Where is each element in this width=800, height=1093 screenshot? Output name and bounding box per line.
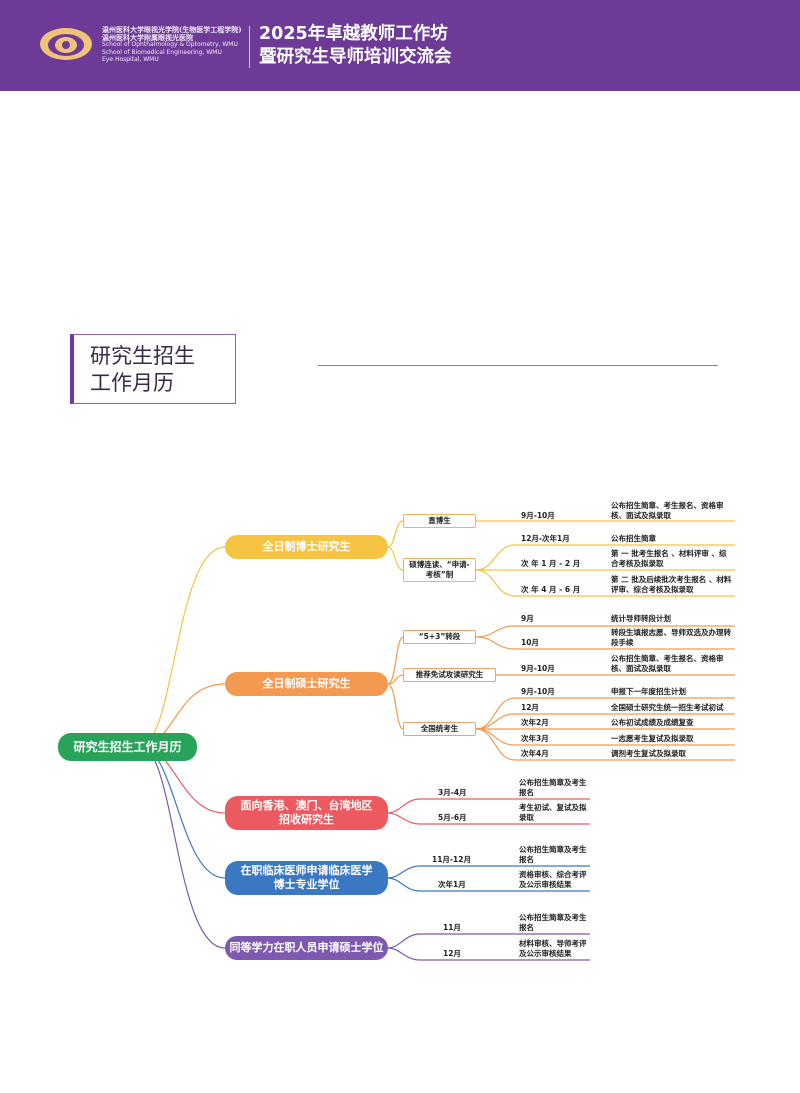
branch-equivalent-education: 同等学力在职人员申请硕士学位	[225, 936, 388, 960]
item-desc: 第 二 批及后续批次考生报名 、材料评审、综合考核及拟录取	[611, 575, 732, 594]
event-title: 2025年卓越教师工作坊 暨研究生导师培训交流会	[259, 23, 452, 69]
section-title-line-2: 工作月历	[90, 371, 174, 395]
item-time: 9月-10月	[521, 687, 555, 696]
mindmap-root: 研究生招生工作月历	[58, 733, 197, 761]
school-name-en-3: Eye Hospital, WMU	[102, 56, 159, 63]
item-desc: 申报下一年度招生计划	[611, 687, 686, 696]
branch-master-fulltime: 全日制硕士研究生	[225, 672, 388, 696]
item-desc: 材料审核、导师考评及公示审核结果	[519, 939, 587, 958]
item-desc: 公布初试成绩及成绩复查	[611, 718, 694, 727]
school-logo	[40, 28, 92, 60]
item-desc: 全国硕士研究生统一招生考试初试	[611, 703, 724, 712]
item-desc: 公布招生简章及考生报名	[519, 778, 587, 797]
item-time: 3月-4月	[438, 788, 467, 797]
item-time: 12月-次年1月	[521, 534, 570, 543]
school-name-en-1: School of Ophthalmology & Optometry, WMU	[102, 41, 238, 48]
sub-master-phd-application: 硕博连读、“申请-考核”制	[403, 558, 476, 582]
item-time: 次年2月	[521, 718, 549, 727]
event-title-line-2: 暨研究生导师培训交流会	[259, 47, 452, 67]
item-time: 5月-6月	[438, 813, 467, 822]
section-title-line-1: 研究生招生	[90, 344, 195, 368]
sub-5plus3-transfer: “5+3”转段	[403, 630, 476, 644]
item-time: 次 年 4 月 - 6 月	[521, 585, 581, 594]
section-title-box: 研究生招生 工作月历	[70, 334, 236, 404]
branch-phd-fulltime: 全日制博士研究生	[225, 535, 388, 559]
school-name-cn-1: 温州医科大学眼视光学院(生物医学工程学院)	[102, 25, 242, 34]
branch-clinical-doctorate: 在职临床医师申请临床医学博士专业学位	[225, 861, 388, 895]
section-rule	[318, 365, 718, 366]
event-title-line-1: 2025年卓越教师工作坊	[259, 24, 448, 44]
item-time: 9月	[521, 614, 534, 623]
item-desc: 公布招生简章、考生报名、资格审核、面试及拟录取	[611, 654, 724, 673]
item-desc: 考生初试、复试及拟录取	[519, 803, 587, 822]
school-name-cn-2: 温州医科大学附属眼视光医院	[102, 32, 193, 42]
item-time: 10月	[521, 638, 539, 647]
item-time: 9月-10月	[521, 511, 555, 520]
item-desc: 公布招生简章及考生报名	[519, 845, 587, 864]
header-divider	[249, 26, 250, 68]
item-desc: 公布招生简章、考生报名、资格审核、面试及拟录取	[611, 501, 724, 520]
item-desc: 统计导师转段计划	[611, 614, 671, 623]
item-time: 12月	[521, 703, 539, 712]
branch-hk-macao-taiwan: 面向香港、澳门、台湾地区招收研究生	[225, 796, 388, 830]
item-time: 11月	[443, 923, 461, 932]
item-time: 12月	[443, 949, 461, 958]
school-name: 温州医科大学眼视光学院(生物医学工程学院) 温州医科大学附属眼视光医院 Scho…	[102, 26, 242, 64]
school-name-en-2: School of Biomedical Engineering, WMU	[102, 48, 222, 56]
item-desc: 资格审核、综合考评及公示审核结果	[519, 870, 587, 889]
item-time: 次年3月	[521, 734, 549, 743]
item-time: 次 年 1 月 - 2 月	[521, 559, 581, 568]
sub-national-exam: 全国统考生	[403, 722, 476, 736]
sub-direct-phd: 直博生	[403, 514, 476, 528]
item-desc: 公布招生简章及考生报名	[519, 913, 587, 932]
item-time: 次年4月	[521, 749, 549, 758]
item-desc: 一志愿考生复试及拟录取	[611, 734, 694, 743]
item-desc: 调剂考生复试及拟录取	[611, 749, 686, 758]
sub-recommended-exempt: 推荐免试攻读研究生	[403, 668, 496, 682]
header-banner: 温州医科大学眼视光学院(生物医学工程学院) 温州医科大学附属眼视光医院 Scho…	[0, 0, 800, 91]
item-time: 次年1月	[438, 880, 466, 889]
item-time: 11月-12月	[432, 855, 471, 864]
item-desc: 转段生填报志愿、导师双选及办理转段手续	[611, 628, 731, 647]
item-desc: 第 一 批考生报名 、材料评审 、综合考核及拟录取	[611, 549, 727, 568]
item-time: 9月-10月	[521, 664, 555, 673]
item-desc: 公布招生简章	[611, 534, 656, 543]
